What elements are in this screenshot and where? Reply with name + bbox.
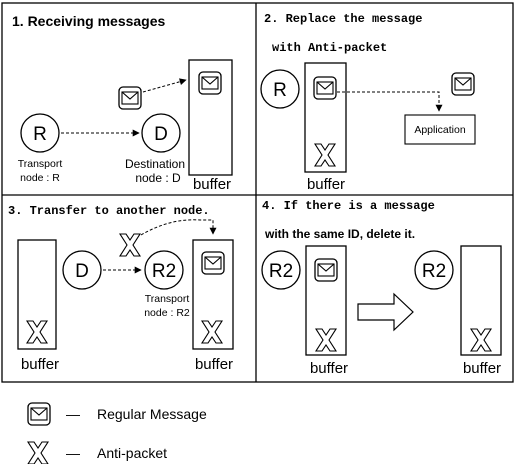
caption-d-line1: Destination: [125, 157, 185, 171]
node-r: [260, 69, 300, 109]
node-d-label: D: [75, 261, 89, 282]
envelope-icon: [451, 72, 475, 96]
legend: — Regular Message — Anti-packet: [27, 402, 207, 464]
diagram-frame: [1, 2, 514, 383]
panel-4-title-line2: with the same ID, delete it.: [264, 227, 415, 241]
caption-d-line2: node : D: [135, 171, 181, 185]
legend-item-anti-packet: — Anti-packet: [27, 441, 167, 464]
buffer-label-right: buffer: [463, 360, 501, 377]
envelope-icon: [198, 71, 222, 95]
anti-packet-x-icon: [119, 233, 141, 257]
panel-4-title-line1: 4. If there is a message: [262, 199, 435, 213]
buffer-label: buffer: [307, 176, 345, 193]
envelope-icon: [118, 86, 142, 110]
caption-r2-line1: Transport: [145, 293, 190, 305]
node-r2-left-label: R2: [269, 261, 293, 282]
legend-label-regular-message: Regular Message: [97, 406, 207, 422]
arrow-to-buffer: [140, 219, 217, 236]
buffer-label-right: buffer: [195, 356, 233, 373]
buffer-label-left: buffer: [21, 356, 59, 373]
panel-4-delete: 4. If there is a message with the same I…: [261, 199, 502, 377]
node-d: [62, 250, 102, 290]
caption-r-line2: node : R: [20, 172, 60, 184]
panel-3-title: 3. Transfer to another node.: [8, 204, 210, 218]
node-r-label: R: [273, 80, 287, 101]
node-r2-right: [414, 250, 454, 290]
envelope-icon: [27, 402, 51, 426]
caption-r-line1: Transport: [18, 158, 63, 170]
panel-2-title-line1: 2. Replace the message: [264, 12, 422, 26]
node-r-label: R: [33, 124, 47, 145]
buffer-label: buffer: [193, 176, 231, 193]
envelope-icon: [314, 258, 338, 282]
application-box: [404, 114, 476, 145]
legend-item-regular-message: — Regular Message: [27, 402, 207, 426]
panel-1-title: 1. Receiving messages: [12, 13, 166, 29]
node-r2-right-label: R2: [422, 261, 446, 282]
arrow-to-buffer: [142, 78, 187, 93]
legend-dash: —: [66, 406, 80, 422]
envelope-icon: [313, 76, 337, 100]
application-label: Application: [414, 124, 466, 136]
legend-dash: —: [66, 445, 80, 461]
buffer-label-left: buffer: [310, 360, 348, 377]
node-r: [20, 113, 60, 153]
node-d: [141, 113, 181, 153]
anti-packet-x-icon: [27, 441, 49, 464]
panel-2-title-line2: with Anti-packet: [272, 41, 387, 55]
panel-3-transfer: 3. Transfer to another node. buffer D R2…: [8, 204, 234, 373]
caption-r2-line2: node : R2: [144, 307, 190, 319]
envelope-icon: [201, 251, 225, 275]
transition-arrow: [357, 292, 414, 332]
panel-2-replace: 2. Replace the message with Anti-packet …: [260, 12, 476, 193]
legend-label-anti-packet: Anti-packet: [97, 445, 167, 461]
node-r2: [144, 250, 184, 290]
node-d-label: D: [154, 124, 168, 145]
panel-1-receiving: 1. Receiving messages R Transport node :…: [12, 13, 233, 193]
node-r2-label: R2: [152, 261, 176, 282]
node-r2-left: [261, 250, 301, 290]
arrow-to-application: [337, 91, 443, 112]
